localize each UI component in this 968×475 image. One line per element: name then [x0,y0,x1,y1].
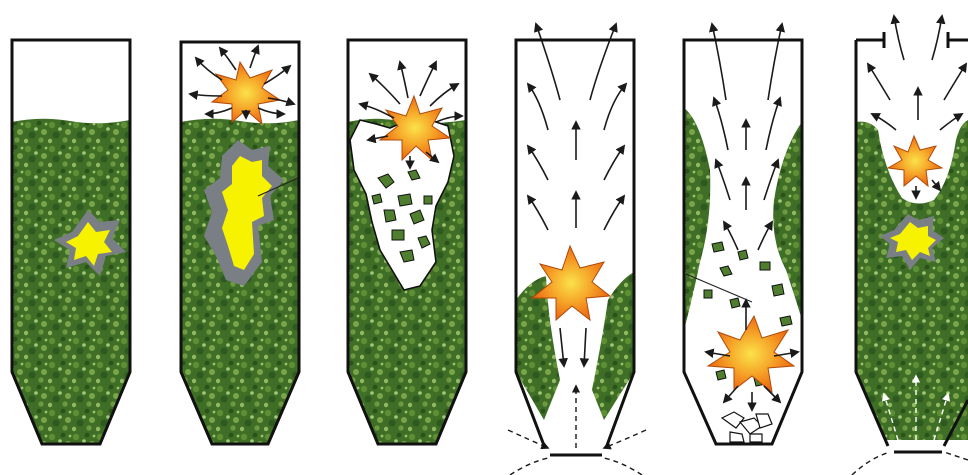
rubble-pile [722,412,772,442]
outside-air-arrows [852,452,968,475]
silo-stage-6 [852,16,968,475]
silo-stage-3 [348,40,466,444]
explosion-star-icon [888,136,942,186]
silage-fill [12,119,130,444]
silo-stage-2 [181,42,299,444]
silo-stage-5 [684,24,802,444]
silo-stage-1 [12,40,130,444]
silo-stage-4 [508,24,646,475]
crack-line [686,274,752,302]
